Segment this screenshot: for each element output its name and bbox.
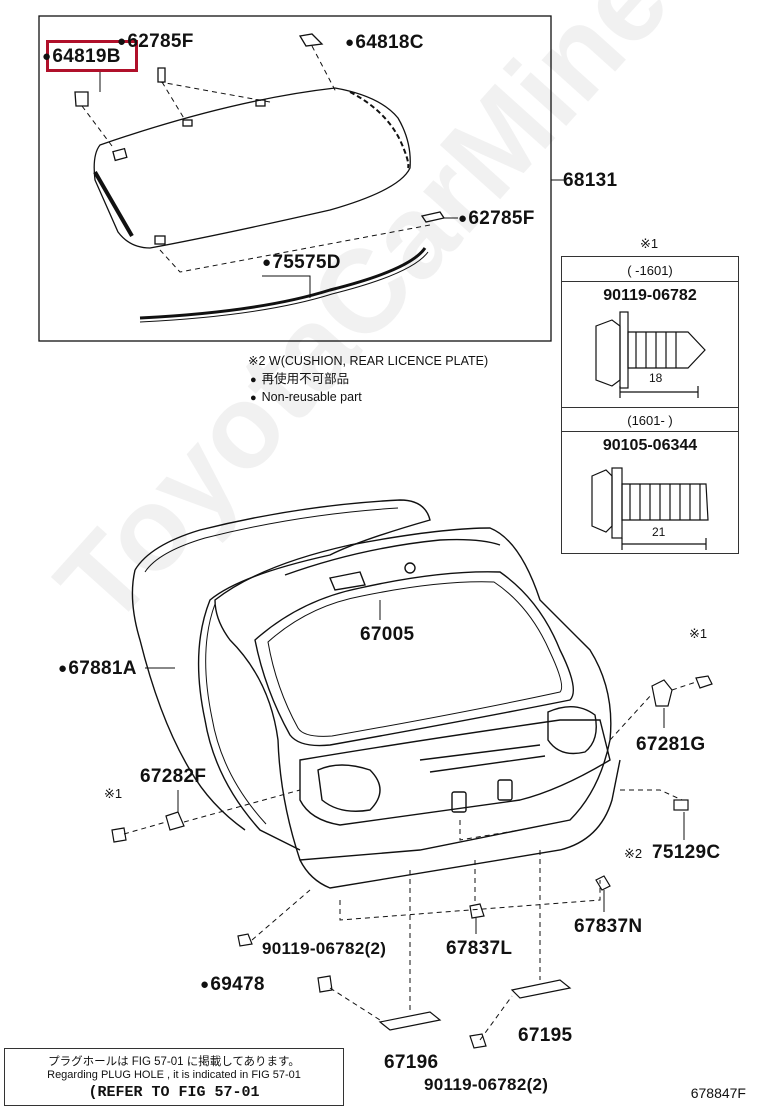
part-label-67195[interactable]: 67195 bbox=[518, 1025, 573, 1046]
part-label-67281G[interactable]: 67281G bbox=[636, 734, 706, 755]
reference-link[interactable]: (REFER TO FIG 57-01 bbox=[88, 1084, 260, 1101]
reference-en: Regarding PLUG HOLE , it is indicated in… bbox=[47, 1069, 301, 1081]
door-lower-frame bbox=[299, 719, 611, 826]
note-cushion: ※2 W(CUSHION, REAR LICENCE PLATE) bbox=[248, 354, 489, 368]
spec-part-2[interactable]: 90105-06344 bbox=[602, 437, 698, 454]
right-lamp-recess bbox=[547, 706, 597, 755]
leader-75575D bbox=[262, 275, 311, 298]
inset-frame bbox=[38, 15, 552, 342]
glass-clip-1 bbox=[112, 147, 128, 162]
plate-hole-right bbox=[497, 779, 513, 801]
part-label-75575D[interactable]: 75575D bbox=[262, 253, 341, 272]
spec-dim-1: 18 bbox=[649, 371, 663, 385]
part-67837L-shape bbox=[469, 903, 485, 919]
part-64819B-shape bbox=[74, 91, 89, 107]
bolt-spec-box: ( -1601) 90119-06782 18 (1601- ) 90105-0… bbox=[561, 256, 739, 554]
spec-dim-2: 21 bbox=[652, 525, 666, 539]
part-69478-shape bbox=[237, 933, 253, 947]
moulding-75575D bbox=[139, 247, 427, 320]
reference-jp: プラグホールは FIG 57-01 に掲載してあります。 bbox=[48, 1056, 300, 1068]
part-62785F-right-shape bbox=[420, 211, 446, 223]
part-label-67881A[interactable]: 67881A bbox=[58, 659, 137, 678]
part-label-90119-bottom[interactable]: 90119-06782(2) bbox=[424, 1075, 549, 1094]
part-label-67196[interactable]: 67196 bbox=[384, 1052, 439, 1073]
part-label-67282F[interactable]: 67282F bbox=[140, 766, 207, 787]
mark-star1-left: ※1 bbox=[104, 786, 123, 801]
part-label-68131[interactable]: 68131 bbox=[563, 170, 618, 191]
bolt-2-shank bbox=[621, 483, 709, 521]
part-label-62785F-top[interactable]: 62785F bbox=[117, 32, 194, 51]
part-67281G-shape bbox=[651, 679, 673, 707]
spec-range-2: (1601- ) bbox=[627, 413, 673, 428]
part-label-90119-left[interactable]: 90119-06782(2) bbox=[262, 939, 387, 958]
glass-top-clips bbox=[349, 91, 410, 169]
part-67282F-shape bbox=[165, 811, 185, 831]
bolt-90119-bottom-shape bbox=[469, 1033, 487, 1049]
part-label-62785F-right[interactable]: 62785F bbox=[458, 209, 535, 228]
mark-star1-right: ※1 bbox=[689, 626, 708, 641]
bolt-right-shape bbox=[695, 675, 713, 689]
part-67837N-shape bbox=[595, 875, 611, 891]
glass-clip-2 bbox=[182, 119, 193, 127]
door-window-opening bbox=[254, 571, 574, 747]
glass-clip-4 bbox=[154, 235, 166, 245]
plug-hole-reference-box: プラグホールは FIG 57-01 に掲載してあります。 Regarding P… bbox=[4, 1048, 344, 1106]
rear-window-glass bbox=[93, 87, 411, 249]
part-label-67837L[interactable]: 67837L bbox=[446, 938, 513, 959]
spec-range-1: ( -1601) bbox=[627, 263, 673, 278]
part-label-69478[interactable]: 69478 bbox=[200, 975, 265, 994]
part-label-64819B[interactable]: 64819B bbox=[42, 47, 121, 66]
plate-hole-left bbox=[451, 791, 467, 813]
part-label-64818C[interactable]: 64818C bbox=[345, 33, 424, 52]
weatherstrip-67881A bbox=[134, 499, 431, 851]
glass-edge-strip bbox=[93, 170, 134, 238]
part-label-67005[interactable]: 67005 bbox=[360, 624, 415, 645]
part-label-67837N[interactable]: 67837N bbox=[574, 916, 643, 937]
back-door-panel-67005 bbox=[214, 527, 612, 861]
part-64818C-shape bbox=[298, 33, 324, 47]
bolt-1-shank bbox=[627, 331, 706, 369]
bolt-90119-left-shape bbox=[317, 975, 333, 993]
spec-part-1[interactable]: 90119-06782 bbox=[603, 287, 697, 304]
note-nonreusable-jp: ●再使用不可部品 bbox=[250, 372, 350, 386]
part-62785F-shape bbox=[157, 67, 166, 83]
note-nonreusable-en: ●Non-reusable part bbox=[250, 390, 362, 404]
part-75129C-shape bbox=[673, 799, 689, 811]
part-67196-shape bbox=[378, 1011, 442, 1031]
part-label-75129C[interactable]: 75129C bbox=[652, 842, 721, 863]
left-lamp-recess bbox=[317, 764, 381, 812]
mark-star2: ※2 bbox=[624, 846, 643, 861]
figure-id: 678847F bbox=[690, 1085, 746, 1101]
bolt-left-shape bbox=[111, 827, 127, 843]
spec-header: ※1 bbox=[640, 236, 659, 251]
part-67195-shape bbox=[510, 979, 572, 999]
